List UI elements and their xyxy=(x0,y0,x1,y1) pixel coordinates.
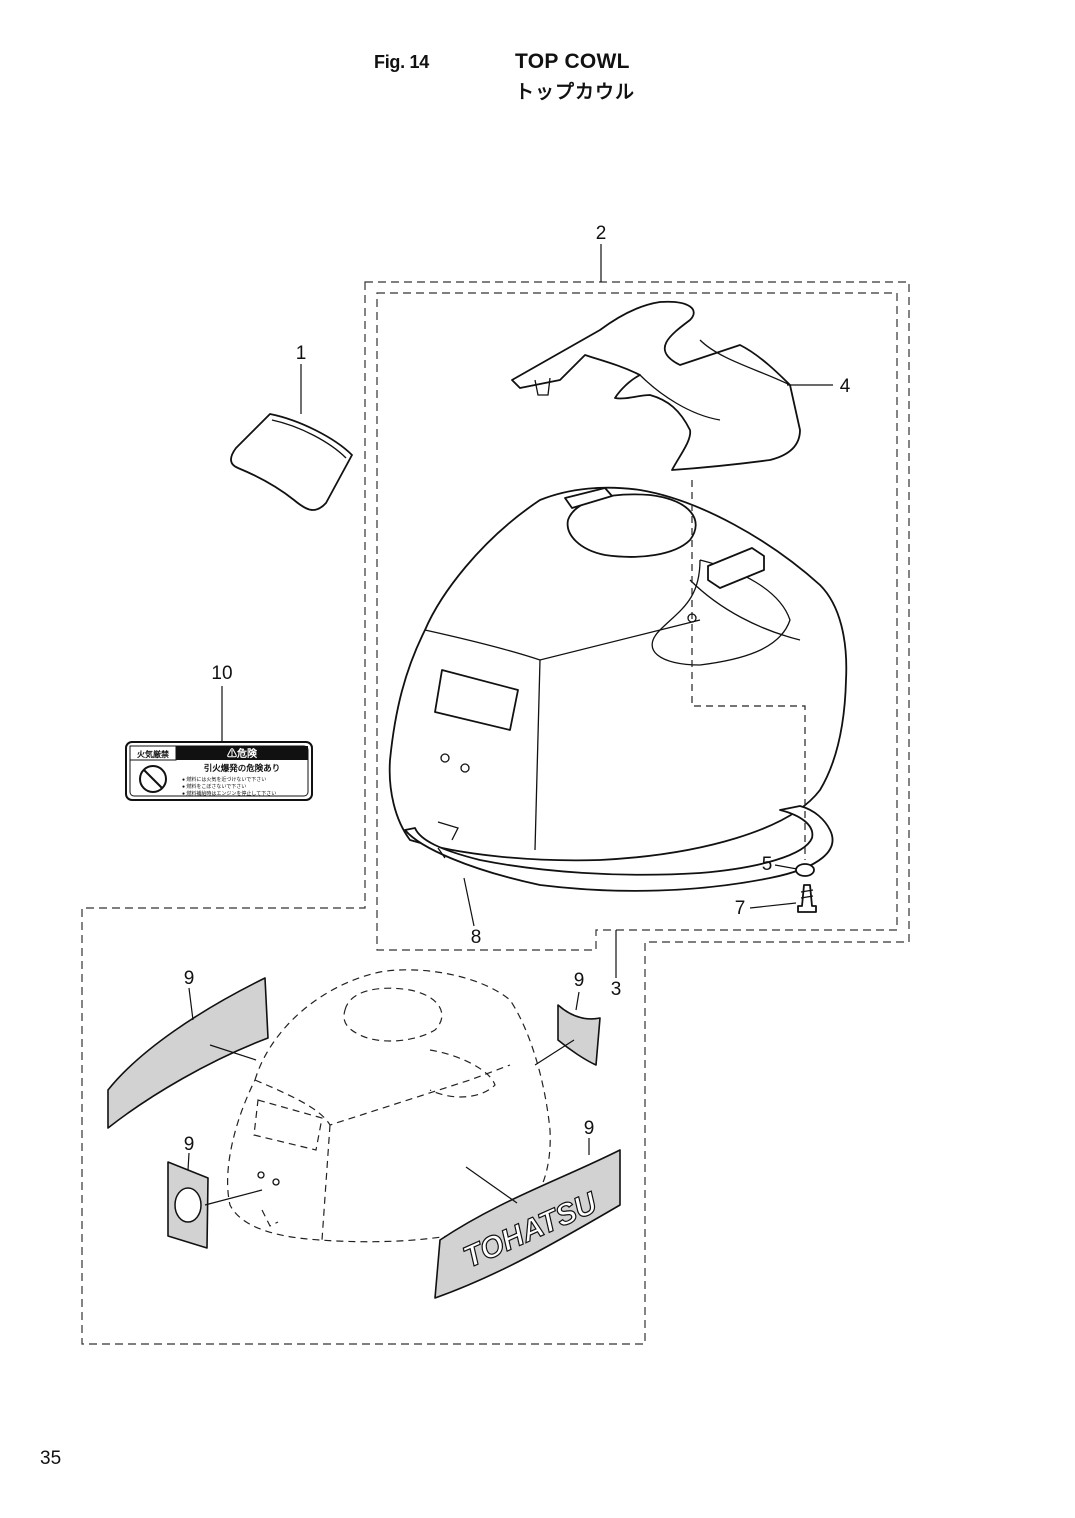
warning-label-line-3: ● 燃料補給時はエンジンを停止して下さい xyxy=(182,790,276,797)
part-9-small-decal xyxy=(557,1004,601,1066)
page-number: 35 xyxy=(40,1448,62,1469)
warning-label-line-2: ● 燃料をこぼさないで下さい xyxy=(182,783,246,790)
part-4-top-cover xyxy=(511,300,801,471)
figure-title: TOP COWL xyxy=(515,50,630,73)
callout-7: 7 xyxy=(735,898,746,919)
leader-lines xyxy=(187,244,833,1206)
part-8-seal xyxy=(404,805,834,892)
assembly-box-3 xyxy=(376,292,898,951)
figure-number: Fig. 14 xyxy=(374,52,429,72)
callout-3: 3 xyxy=(611,979,622,1000)
callout-9-left: 9 xyxy=(184,968,195,989)
part-1-pad xyxy=(230,413,353,511)
part-10-warning-label: 火気厳禁 ⚠危険 引火爆発の危険あり ● 燃料には火気を近づけないで下さい ● … xyxy=(125,741,313,801)
assembly-box-2 xyxy=(81,281,910,1345)
callout-9-brand: 9 xyxy=(584,1118,595,1139)
callout-4: 4 xyxy=(840,376,851,397)
warning-label-line-1: ● 燃料には火気を近づけないで下さい xyxy=(182,776,266,783)
figure-subtitle: トップカウル xyxy=(515,81,636,103)
part-5-washer xyxy=(795,863,815,877)
part-9-side-decal-left xyxy=(107,977,269,1129)
callout-5: 5 xyxy=(762,854,773,875)
figure-header: Fig. 14 TOP COWL トップカウル xyxy=(0,50,1075,110)
callout-9-emblem: 9 xyxy=(184,1134,195,1155)
warning-label-headline: 引火爆発の危険あり xyxy=(204,763,281,773)
callout-2: 2 xyxy=(596,223,607,244)
callout-8: 8 xyxy=(471,927,482,948)
part-9-brand-decal xyxy=(434,1149,621,1299)
front-window xyxy=(434,669,519,731)
warning-label-right-title: ⚠危険 xyxy=(227,747,258,760)
warning-label-left-title: 火気厳禁 xyxy=(137,749,169,759)
callout-9-right: 9 xyxy=(574,970,585,991)
part-7-screw xyxy=(797,884,817,913)
callout-1: 1 xyxy=(296,343,307,364)
callout-10: 10 xyxy=(211,663,232,684)
